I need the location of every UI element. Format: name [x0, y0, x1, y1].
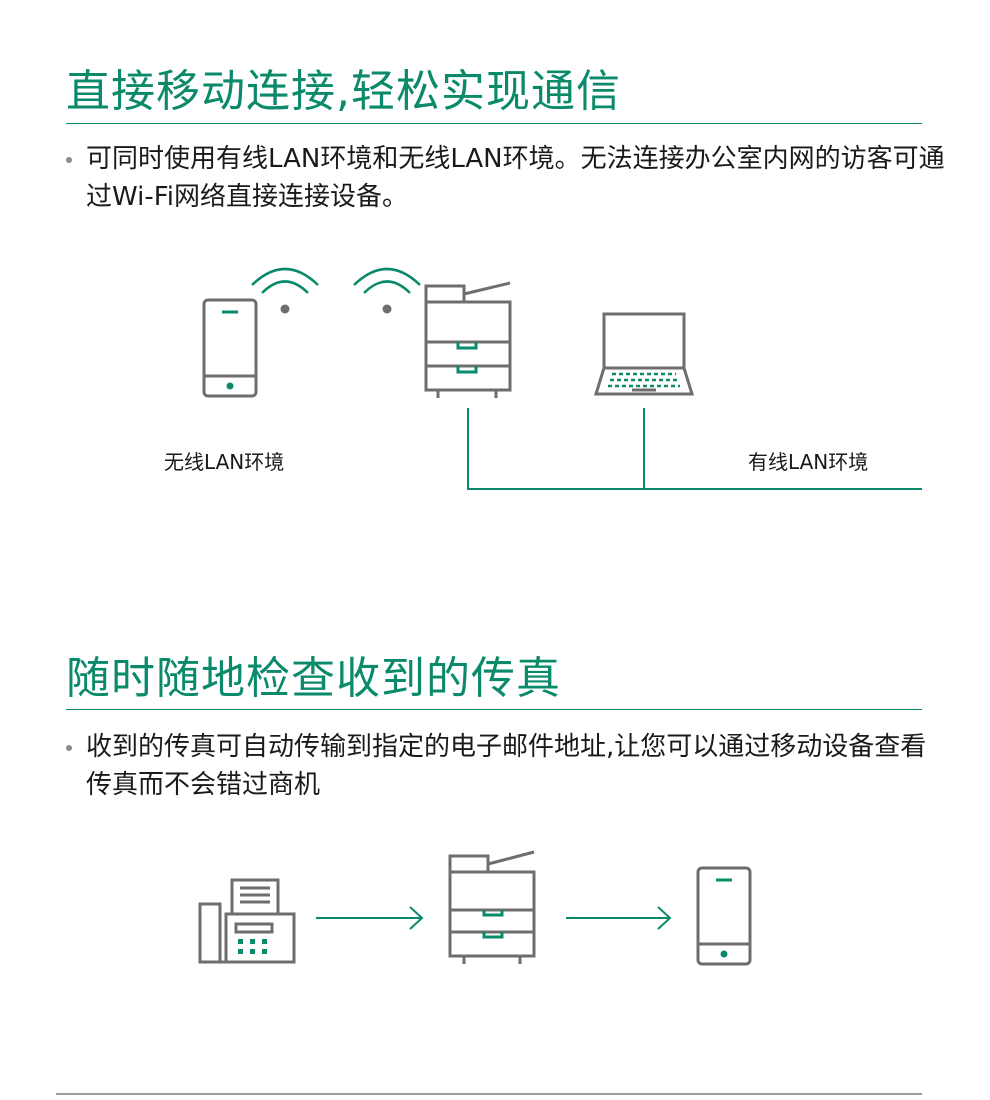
section-divider	[66, 709, 922, 710]
section-title-direct-connection: 直接移动连接,轻松实现通信	[66, 66, 621, 117]
multifunction-printer-icon	[448, 850, 536, 964]
label-wireless-lan: 无线LAN环境	[164, 450, 285, 474]
bullet-text-fax-forward: 收到的传真可自动传输到指定的电子邮件地址,让您可以通过移动设备查看传真而不会错过…	[66, 728, 946, 804]
laptop-icon	[593, 312, 695, 396]
smartphone-icon	[696, 866, 752, 966]
section-divider	[66, 123, 922, 124]
wired-lan-lines	[467, 408, 922, 490]
arrow-right-icon	[316, 906, 424, 930]
network-diagram	[202, 267, 922, 490]
bullet-text-wifi-direct: 可同时使用有线LAN环境和无线LAN环境。无法连接办公室内网的访客可通过Wi-F…	[66, 140, 946, 216]
multifunction-printer-icon	[424, 281, 512, 398]
section-title-fax-check: 随时随地检查收到的传真	[66, 653, 561, 704]
wifi-icon	[353, 267, 421, 314]
fax-forward-diagram	[198, 850, 752, 966]
arrow-right-icon	[566, 906, 672, 930]
page-bottom-divider	[56, 1093, 922, 1095]
smartphone-icon	[202, 298, 258, 398]
wifi-icon	[251, 267, 319, 314]
fax-machine-icon	[198, 878, 296, 964]
label-wired-lan: 有线LAN环境	[748, 450, 869, 474]
